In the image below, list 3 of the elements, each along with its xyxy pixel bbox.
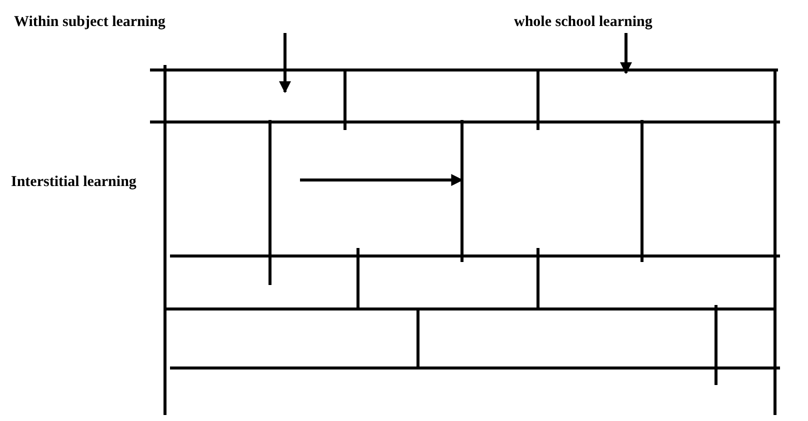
region-label: whole school learning bbox=[514, 13, 652, 31]
region-label: Interstitial learning bbox=[11, 173, 136, 191]
region-label: Within subject learning bbox=[14, 13, 166, 31]
